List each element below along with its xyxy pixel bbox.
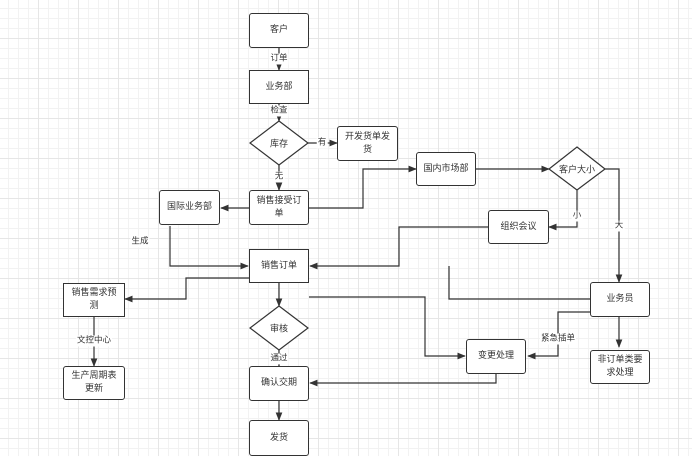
node-issue-invoice[interactable]: 开发货单发货 [337,126,398,161]
edge-label-small: 小 [571,210,583,222]
node-accept-order[interactable]: 销售接受订单 [249,190,309,225]
review-label[interactable]: 审核 [269,324,289,335]
node-label: 生产周期表更新 [71,371,117,394]
node-confirm-delivery[interactable]: 确认交期 [249,366,309,401]
edge-label-pass: 通过 [269,353,289,365]
edge-label-control-center: 文控中心 [75,335,113,347]
node-change-handling[interactable]: 变更处理 [466,339,526,374]
node-domestic-dept[interactable]: 国内市场部 [416,152,476,186]
edge-label-check: 检查 [269,105,289,117]
node-label: 销售接受订单 [256,195,302,219]
edge-size-meeting [548,190,578,231]
node-schedule-update[interactable]: 生产周期表更新 [63,366,125,400]
diamond-review [249,305,309,351]
edge-size-salesperson [605,168,623,283]
edge-label-order: 订单 [269,53,289,65]
node-label: 开发货单发货 [344,131,390,155]
node-ship[interactable]: 发货 [249,420,309,456]
node-intl-dept[interactable]: 国际业务部 [159,190,220,225]
node-business-dept[interactable]: 业务部 [249,70,309,104]
node-label: 国际业务部 [166,202,212,212]
edge-label-generate: 生成 [130,236,150,248]
node-label: 业务部 [265,81,293,92]
inventory-label[interactable]: 库存 [269,139,289,150]
node-label: 组织会议 [500,221,537,232]
node-label: 销售订单 [260,260,297,271]
edge-intl-salesorder [169,226,249,270]
node-label: 发货 [269,432,288,443]
edge-meeting-salesorder [309,226,488,270]
node-label: 国内市场部 [423,163,469,174]
node-label: 销售需求预测 [71,288,117,311]
node-label: 客户 [269,25,288,35]
node-meeting[interactable]: 组织会议 [488,210,549,244]
node-demand-forecast[interactable]: 销售需求预测 [63,283,125,317]
edge-salesperson-salesorder-merge [448,266,590,300]
edge-label-have: 有 [316,137,328,149]
edge-label-none: 无 [273,171,285,183]
node-salesperson[interactable]: 业务员 [590,282,650,317]
edge-salesorder-forecast [124,277,249,303]
diamond-customer-size [548,146,606,191]
edge-label-large: 大 [613,220,625,232]
node-label: 确认交期 [260,378,297,388]
edge-accept-domestic [309,165,417,209]
node-customer[interactable]: 客户 [249,13,309,48]
customer-size-label[interactable]: 客户大小 [558,165,596,176]
edge-change-confirm [309,374,497,387]
edge-salesorder-change [309,296,466,360]
edge-label-urgent: 紧急插单 [539,333,577,345]
node-label: 变更处理 [477,351,514,361]
diamond-inventory [249,120,309,166]
node-label: 非订单类要求处理 [597,355,643,378]
node-label: 业务员 [606,294,634,304]
node-sales-order[interactable]: 销售订单 [249,249,309,283]
node-non-order[interactable]: 非订单类要求处理 [590,350,650,384]
